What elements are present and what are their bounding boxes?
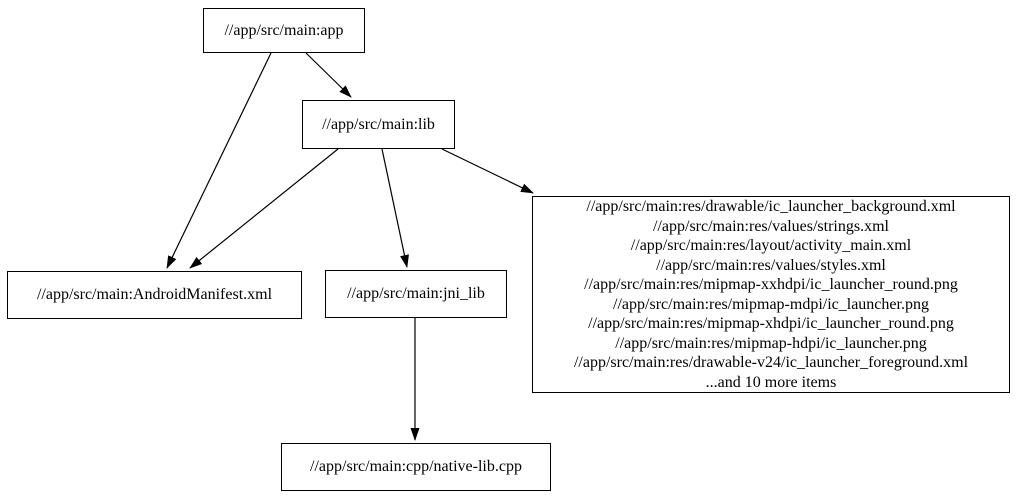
resource-line: //app/src/main:res/mipmap-hdpi/ic_launch… bbox=[615, 334, 927, 352]
resource-line: //app/src/main:res/mipmap-xhdpi/ic_launc… bbox=[588, 315, 954, 332]
node-app-target: //app/src/main:app bbox=[203, 8, 365, 53]
resource-line: //app/src/main:res/mipmap-xxhdpi/ic_laun… bbox=[584, 276, 958, 293]
node-android-manifest: //app/src/main:AndroidManifest.xml bbox=[7, 271, 302, 319]
node-label: //app/src/main:jni_lib bbox=[347, 285, 485, 303]
node-lib-target: //app/src/main:lib bbox=[302, 100, 455, 149]
resource-line: //app/src/main:res/values/styles.xml bbox=[656, 256, 886, 274]
resource-line: ...and 10 more items bbox=[705, 373, 837, 391]
edge-app-to-lib bbox=[305, 52, 352, 98]
node-label: //app/src/main:app bbox=[224, 21, 344, 39]
node-label: //app/src/main:AndroidManifest.xml bbox=[36, 286, 273, 304]
resource-line: //app/src/main:res/layout/activity_main.… bbox=[630, 237, 912, 254]
node-label: //app/src/main:lib bbox=[322, 115, 435, 133]
node-resources-group: //app/src/main:res/drawable/ic_launcher_… bbox=[532, 196, 1010, 393]
node-jni-lib: //app/src/main:jni_lib bbox=[325, 270, 507, 318]
edge-lib-to-resources bbox=[441, 148, 534, 194]
resource-line: //app/src/main:res/drawable/ic_launcher_… bbox=[586, 198, 956, 215]
node-label: //app/src/main:cpp/native-lib.cpp bbox=[310, 458, 522, 476]
resource-line: //app/src/main:res/drawable-v24/ic_launc… bbox=[573, 354, 969, 371]
edge-lib-to-jni-lib bbox=[381, 148, 409, 268]
resource-line: //app/src/main:res/mipmap-mdpi/ic_launch… bbox=[613, 295, 929, 313]
edge-lib-to-manifest bbox=[189, 148, 339, 269]
edge-app-to-manifest bbox=[166, 52, 272, 269]
resource-line: //app/src/main:res/values/strings.xml bbox=[653, 217, 889, 235]
node-native-lib-cpp: //app/src/main:cpp/native-lib.cpp bbox=[281, 443, 551, 491]
